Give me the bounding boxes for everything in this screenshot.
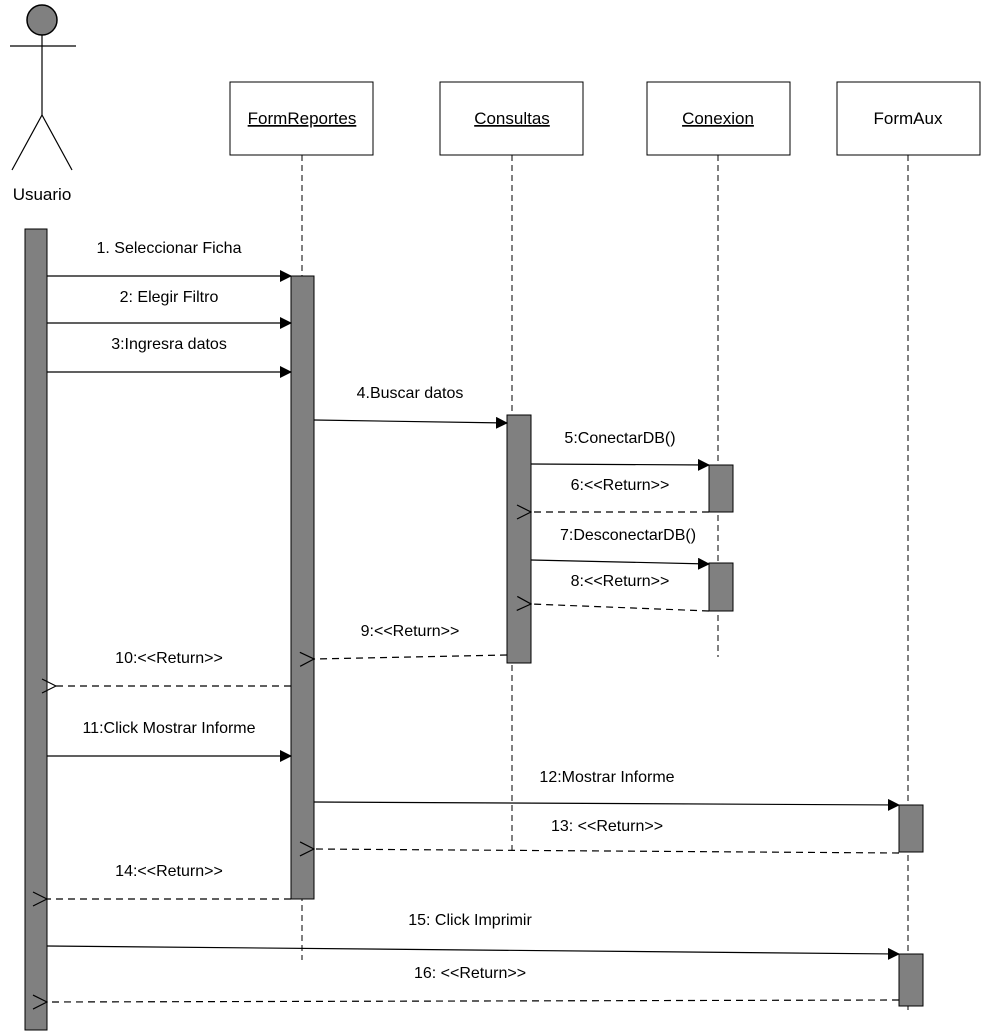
message-13-arrow: [314, 849, 900, 853]
message-15-arrow: [46, 945, 900, 960]
activation-conexion-2: [708, 562, 734, 612]
actor-head-icon: [26, 4, 58, 36]
message-16-label: 16: <<Return>>: [414, 965, 526, 982]
message-12-label: 12:Mostrar Informe: [539, 769, 674, 786]
actor-label: Usuario: [13, 185, 72, 204]
message-8-arrow: [531, 604, 710, 612]
object-label: FormAux: [874, 109, 943, 128]
message-13-label: 13: <<Return>>: [551, 818, 663, 835]
object-label: Consultas: [474, 109, 550, 128]
message-1-label: 1. Seleccionar Ficha: [97, 240, 242, 257]
object-consultas[interactable]: Consultas: [439, 81, 584, 156]
actor-usuario[interactable]: Usuario: [10, 4, 76, 204]
message-10-label: 10:<<Return>>: [115, 650, 223, 667]
activation-consultas: [506, 414, 532, 664]
message-2-label: 2: Elegir Filtro: [120, 289, 219, 306]
message-8-label: 8:<<Return>>: [571, 573, 670, 590]
message-5-label: 5:ConectarDB(): [564, 430, 675, 447]
message-7-arrow: [530, 557, 710, 570]
actor-right-leg: [41, 114, 73, 171]
object-label: FormReportes: [248, 109, 357, 128]
actor-left-leg: [11, 114, 43, 171]
message-7-label: 7:DesconectarDB(): [560, 527, 696, 544]
message-5-arrow: [530, 458, 710, 471]
activation-formaux-2: [898, 953, 924, 1007]
activation-usuario: [24, 228, 48, 1031]
message-6-label: 6:<<Return>>: [571, 477, 670, 494]
object-formaux[interactable]: FormAux: [836, 81, 981, 156]
object-box: [229, 81, 374, 156]
message-14-label: 14:<<Return>>: [115, 863, 223, 880]
activation-conexion-1: [708, 464, 734, 513]
object-label: Conexion: [682, 109, 754, 128]
message-4-arrow: [313, 416, 508, 429]
message-16-arrow: [47, 1000, 900, 1002]
message-9-label: 9:<<Return>>: [361, 623, 460, 640]
message-9-arrow: [314, 655, 508, 659]
activation-formreportes: [290, 275, 315, 900]
object-conexion[interactable]: Conexion: [646, 81, 791, 156]
message-11-label: 11:Click Mostrar Informe: [82, 720, 255, 737]
activation-formaux-1: [898, 804, 924, 853]
object-box: [836, 81, 981, 156]
message-3-label: 3:Ingresra datos: [111, 336, 227, 353]
object-formreportes[interactable]: FormReportes: [229, 81, 374, 156]
object-box: [439, 81, 584, 156]
message-12-arrow: [313, 798, 900, 811]
message-15-label: 15: Click Imprimir: [408, 912, 532, 929]
object-box: [646, 81, 791, 156]
message-4-label: 4.Buscar datos: [357, 385, 464, 402]
